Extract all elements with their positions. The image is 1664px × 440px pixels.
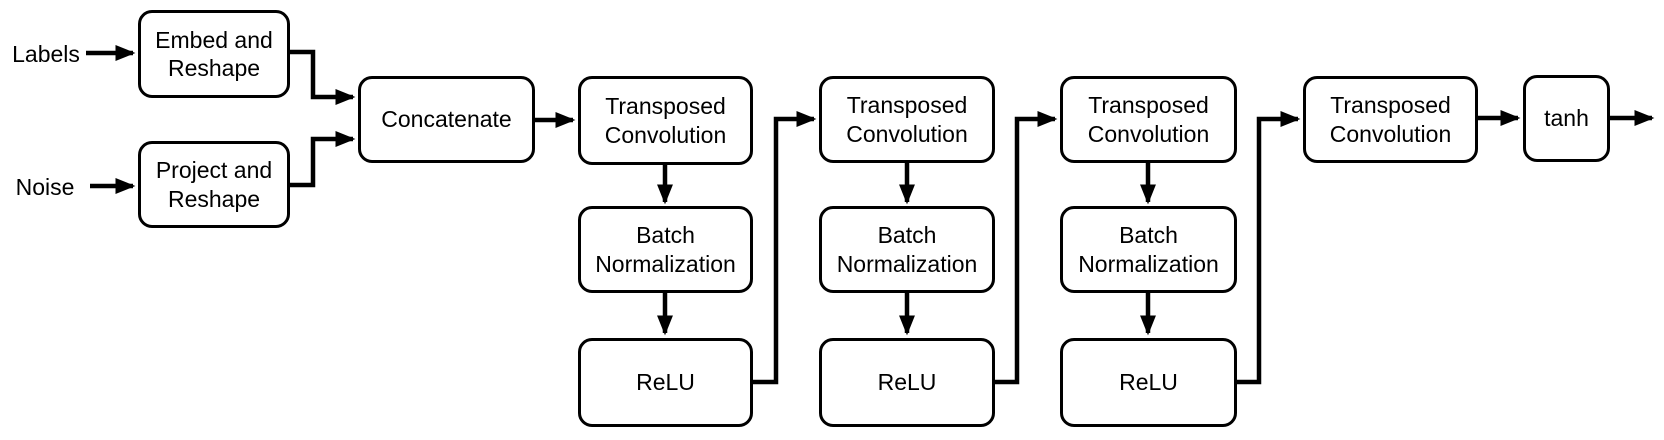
node-transposed-convolution-3: Transposed Convolution xyxy=(1060,76,1237,163)
node-batch-normalization-3: Batch Normalization xyxy=(1060,206,1237,293)
input-label-noise: Noise xyxy=(15,173,75,200)
node-transposed-convolution-1: Transposed Convolution xyxy=(578,76,753,165)
node-transposed-convolution-4: Transposed Convolution xyxy=(1303,76,1478,163)
edge-relu2-to-tconv3 xyxy=(994,111,1058,385)
edge-relu3-to-tconv4 xyxy=(1236,111,1301,385)
node-relu-3: ReLU xyxy=(1060,338,1237,427)
node-embed-and-reshape: Embed and Reshape xyxy=(138,10,290,98)
node-relu-2: ReLU xyxy=(819,338,995,427)
edge-project-to-concatenate xyxy=(288,131,356,188)
edge-relu1-to-tconv2 xyxy=(752,111,817,385)
input-label-labels: Labels xyxy=(12,40,80,67)
node-project-and-reshape: Project and Reshape xyxy=(138,141,290,228)
edge-embed-to-concatenate xyxy=(288,49,356,105)
node-relu-1: ReLU xyxy=(578,338,753,427)
node-concatenate: Concatenate xyxy=(358,76,535,163)
node-batch-normalization-1: Batch Normalization xyxy=(578,206,753,293)
node-tanh: tanh xyxy=(1523,75,1610,162)
node-batch-normalization-2: Batch Normalization xyxy=(819,206,995,293)
node-transposed-convolution-2: Transposed Convolution xyxy=(819,76,995,163)
